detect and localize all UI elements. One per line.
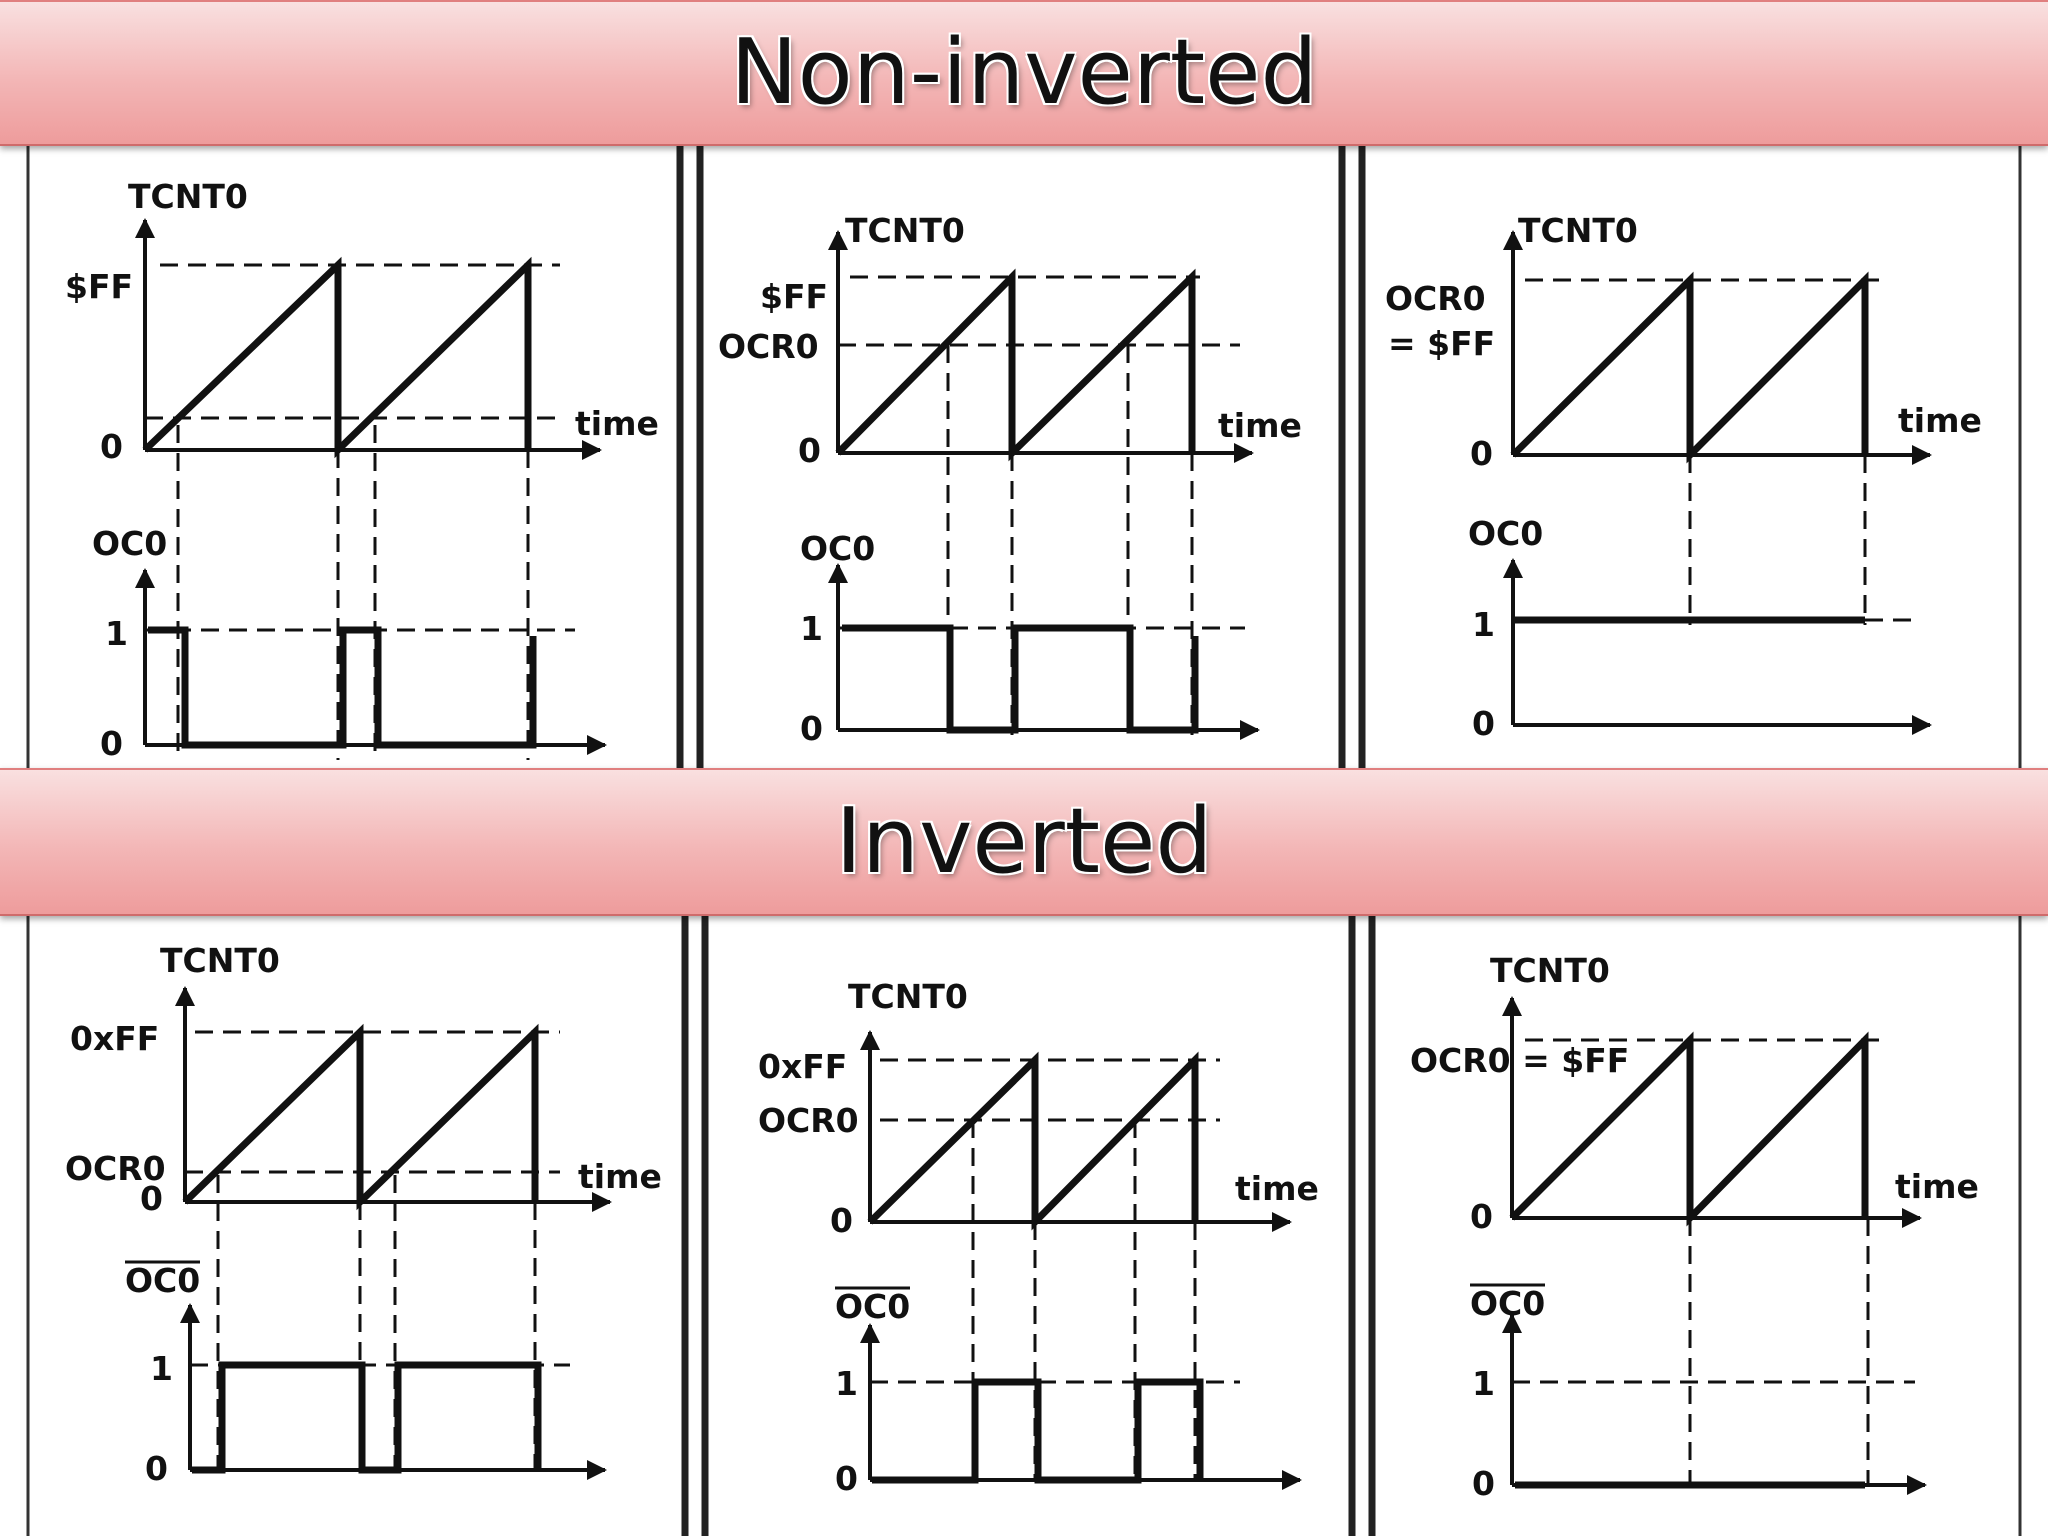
y-axis-label: TCNT0 bbox=[160, 941, 280, 980]
time-label: time bbox=[1898, 401, 1982, 440]
heading-inverted-text: Inverted bbox=[835, 789, 1213, 894]
top-label: $FF bbox=[65, 267, 133, 306]
output-label: OC0 bbox=[1470, 1284, 1545, 1323]
grid-frame bbox=[26, 142, 2022, 1536]
zero-label: 0 bbox=[100, 427, 123, 466]
output-label: OC0 bbox=[835, 1287, 910, 1326]
panel-non-inverted-3: TCNT0 OCR0 = $FF 0 time OC0 1 0 bbox=[1385, 211, 1982, 743]
zero-label: 0 bbox=[830, 1201, 853, 1240]
low-label: 0 bbox=[100, 724, 123, 763]
ocr-label-line1: OCR0 bbox=[1385, 279, 1486, 318]
top-label: 0xFF bbox=[758, 1047, 847, 1086]
one-label: 1 bbox=[150, 1349, 173, 1388]
top-label: 0xFF bbox=[70, 1019, 159, 1058]
zero-label: 0 bbox=[1470, 434, 1493, 473]
low-label: 0 bbox=[1472, 1464, 1495, 1503]
y-axis-label: TCNT0 bbox=[128, 177, 248, 216]
one-label: 1 bbox=[800, 609, 823, 648]
one-label: 1 bbox=[1472, 1364, 1495, 1403]
zero-label: 0 bbox=[140, 1179, 163, 1218]
panel-non-inverted-1: TCNT0 $FF 0 time OC0 1 0 bbox=[65, 177, 659, 763]
y-axis-label: TCNT0 bbox=[1518, 211, 1638, 250]
time-label: time bbox=[575, 404, 659, 443]
low-label: 0 bbox=[835, 1459, 858, 1498]
output-label: OC0 bbox=[1468, 514, 1543, 553]
ocr-label: OCR0 bbox=[718, 327, 819, 366]
y-axis-label: TCNT0 bbox=[845, 211, 965, 250]
output-label-group: OC0 bbox=[835, 1286, 910, 1326]
panel-inverted-1: TCNT0 0xFF OCR0 0 time OC0 1 0 bbox=[65, 941, 662, 1488]
output-label-group: OC0 bbox=[125, 1260, 200, 1300]
y-axis-label: TCNT0 bbox=[1490, 951, 1610, 990]
panel-inverted-2: TCNT0 0xFF OCR0 0 time OC0 1 0 bbox=[758, 977, 1319, 1498]
top-label: $FF bbox=[760, 277, 828, 316]
low-label: 0 bbox=[800, 709, 823, 748]
ocr-label-line2: = $FF bbox=[1388, 324, 1495, 363]
panel-inverted-3: TCNT0 OCR0 = $FF 0 time OC0 1 0 bbox=[1410, 951, 1979, 1503]
output-label: OC0 bbox=[125, 1261, 200, 1300]
panel-non-inverted-2: TCNT0 $FF OCR0 0 time OC0 1 0 bbox=[718, 211, 1302, 748]
zero-label: 0 bbox=[798, 431, 821, 470]
output-label: OC0 bbox=[92, 524, 167, 563]
output-label-group: OC0 bbox=[1470, 1283, 1545, 1323]
time-label: time bbox=[1235, 1169, 1319, 1208]
low-label: 0 bbox=[145, 1449, 168, 1488]
one-label: 1 bbox=[835, 1364, 858, 1403]
ocr-label: OCR0 bbox=[65, 1149, 166, 1188]
ocr-label: OCR0 = $FF bbox=[1410, 1041, 1629, 1080]
one-label: 1 bbox=[1472, 605, 1495, 644]
time-label: time bbox=[1218, 406, 1302, 445]
zero-label: 0 bbox=[1470, 1197, 1493, 1236]
heading-non-inverted-text: Non-inverted bbox=[730, 20, 1318, 125]
ocr-label: OCR0 bbox=[758, 1101, 859, 1140]
one-label: 1 bbox=[105, 614, 128, 653]
heading-non-inverted: Non-inverted bbox=[0, 0, 2048, 146]
time-label: time bbox=[1895, 1167, 1979, 1206]
heading-inverted: Inverted bbox=[0, 768, 2048, 916]
output-label: OC0 bbox=[800, 529, 875, 568]
time-label: time bbox=[578, 1157, 662, 1196]
y-axis-label: TCNT0 bbox=[848, 977, 968, 1016]
low-label: 0 bbox=[1472, 704, 1495, 743]
